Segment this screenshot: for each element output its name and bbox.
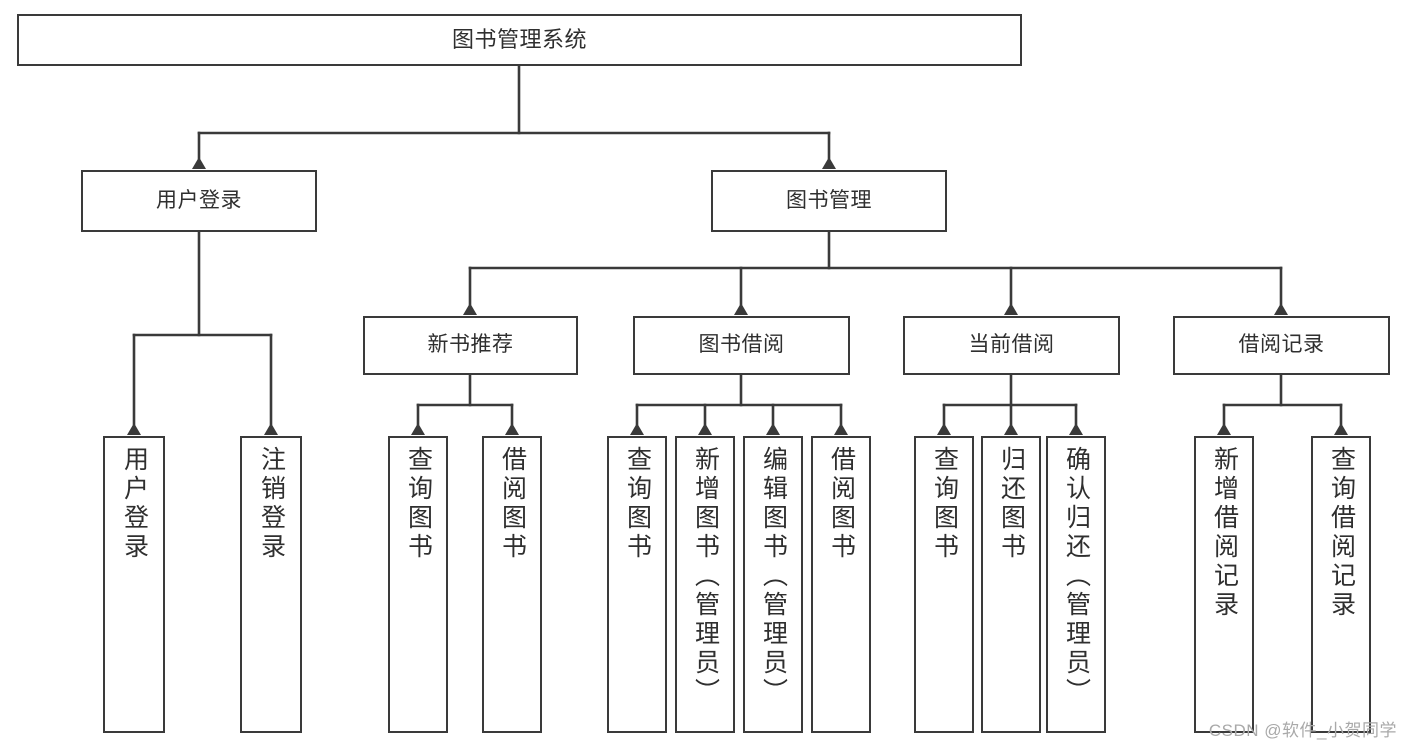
leaf-borrow-book-1[interactable]: 借阅图书 bbox=[482, 436, 542, 733]
leaf-return-book[interactable]: 归还图书 bbox=[981, 436, 1041, 733]
node-book-borrow-label: 图书借阅 bbox=[698, 333, 785, 357]
node-user-login-label: 用户登录 bbox=[156, 188, 242, 212]
leaf-add-book[interactable]: 新增图书（管理员） bbox=[675, 436, 735, 733]
csdn-watermark: CSDN @软件_小贺同学 bbox=[1208, 721, 1397, 740]
node-new-book-recommend[interactable]: 新书推荐 bbox=[363, 316, 578, 375]
node-borrow-record[interactable]: 借阅记录 bbox=[1173, 316, 1390, 375]
node-new-book-recommend-label: 新书推荐 bbox=[427, 333, 514, 357]
leaf-borrow-book-2[interactable]: 借阅图书 bbox=[811, 436, 871, 733]
leaf-query-book-1[interactable]: 查询图书 bbox=[388, 436, 448, 733]
leaf-borrow-book-2-label: 借阅图书 bbox=[827, 446, 856, 562]
leaf-logout-login-label: 注销登录 bbox=[257, 446, 286, 562]
leaf-user-login[interactable]: 用户登录 bbox=[103, 436, 165, 733]
node-current-borrow-label: 当前借阅 bbox=[968, 333, 1055, 357]
leaf-query-record-label: 查询借阅记录 bbox=[1327, 446, 1356, 620]
leaf-confirm-return-label: 确认归还（管理员） bbox=[1062, 446, 1091, 707]
leaf-edit-book[interactable]: 编辑图书（管理员） bbox=[743, 436, 803, 733]
leaf-add-book-label: 新增图书（管理员） bbox=[691, 446, 720, 707]
node-borrow-record-label: 借阅记录 bbox=[1238, 333, 1325, 357]
leaf-logout-login[interactable]: 注销登录 bbox=[240, 436, 302, 733]
node-book-borrow[interactable]: 图书借阅 bbox=[633, 316, 850, 375]
leaf-add-record[interactable]: 新增借阅记录 bbox=[1194, 436, 1254, 733]
leaf-add-record-label: 新增借阅记录 bbox=[1210, 446, 1239, 620]
leaf-edit-book-label: 编辑图书（管理员） bbox=[759, 446, 788, 707]
node-book-manage[interactable]: 图书管理 bbox=[711, 170, 947, 232]
leaf-query-record[interactable]: 查询借阅记录 bbox=[1311, 436, 1371, 733]
node-root[interactable]: 图书管理系统 bbox=[17, 14, 1022, 66]
leaf-borrow-book-1-label: 借阅图书 bbox=[498, 446, 527, 562]
node-book-manage-label: 图书管理 bbox=[786, 188, 872, 212]
leaf-query-book-1-label: 查询图书 bbox=[404, 446, 433, 562]
node-root-label: 图书管理系统 bbox=[451, 27, 587, 53]
leaf-query-book-3-label: 查询图书 bbox=[930, 446, 959, 562]
leaf-query-book-2-label: 查询图书 bbox=[623, 446, 652, 562]
node-current-borrow[interactable]: 当前借阅 bbox=[903, 316, 1120, 375]
leaf-query-book-2[interactable]: 查询图书 bbox=[607, 436, 667, 733]
leaf-query-book-3[interactable]: 查询图书 bbox=[914, 436, 974, 733]
leaf-user-login-label: 用户登录 bbox=[120, 446, 149, 562]
leaf-return-book-label: 归还图书 bbox=[997, 446, 1026, 562]
node-user-login[interactable]: 用户登录 bbox=[81, 170, 317, 232]
leaf-confirm-return[interactable]: 确认归还（管理员） bbox=[1046, 436, 1106, 733]
